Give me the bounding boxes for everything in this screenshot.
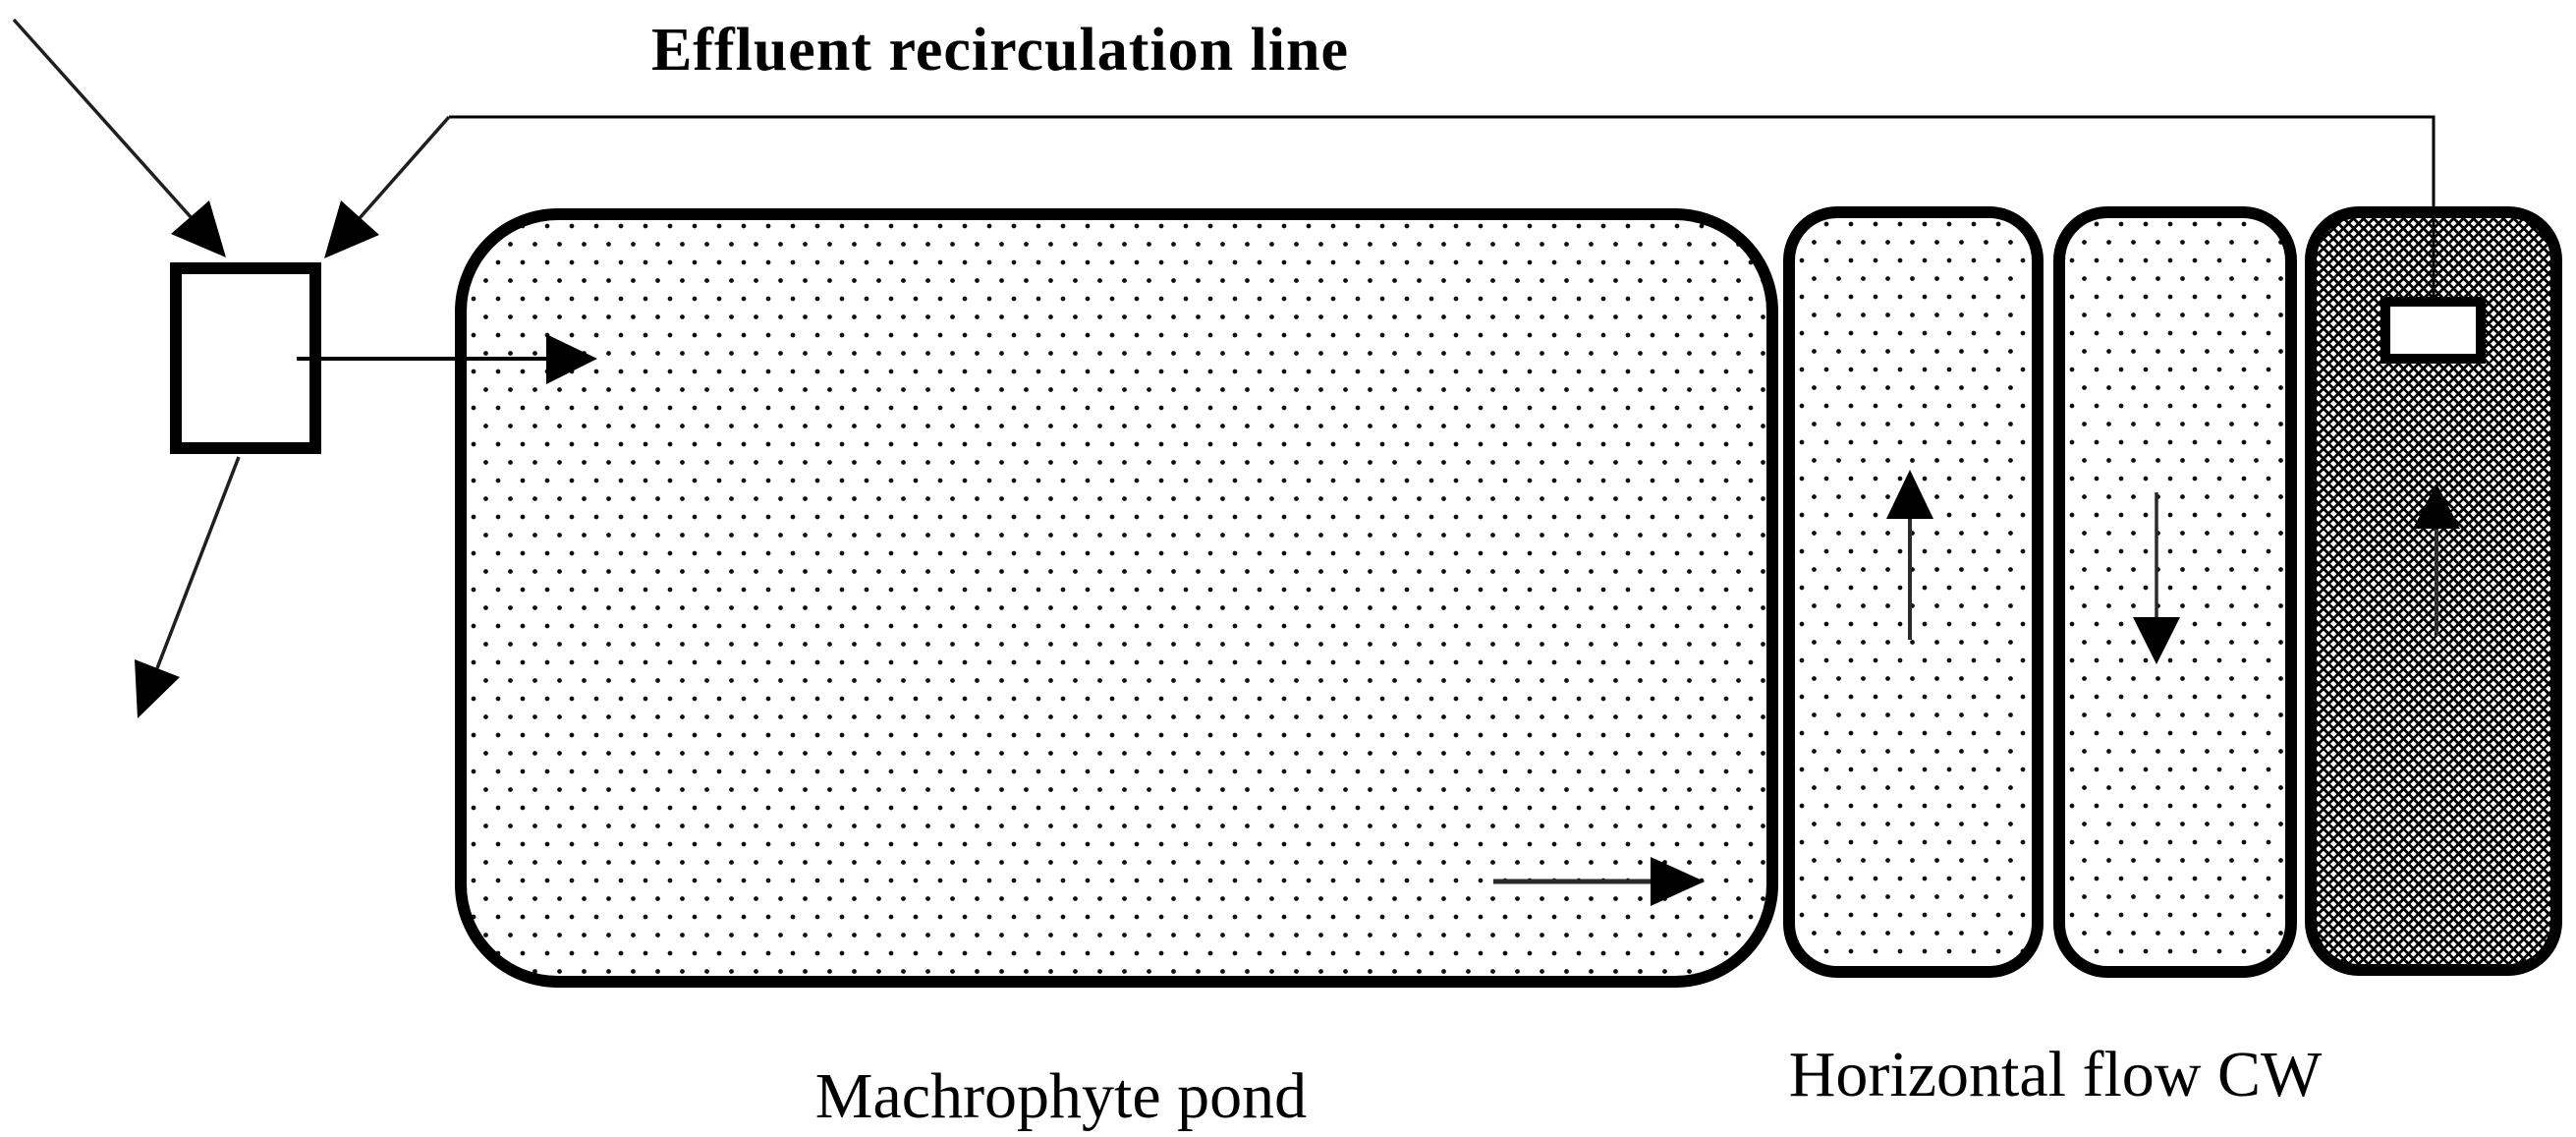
machrophyte-pond-label: Machrophyte pond: [814, 1060, 1308, 1132]
influent-arrow-icon: [171, 200, 226, 257]
influent-line: [12, 18, 195, 221]
effluent-recirculation-title: Effluent recirculation line: [650, 17, 1350, 84]
horizontal-flow-cw-label: Horizontal flow CW: [1788, 1039, 2323, 1110]
tank-drain-line: [155, 456, 241, 669]
tank-drain-flow: [135, 456, 241, 718]
tank-drain-arrow-icon: [135, 659, 180, 718]
inlet-tank-box: [170, 262, 321, 454]
influent-flow: [12, 18, 226, 257]
horizontal-flow-cell-1: [1783, 206, 2044, 978]
recirculation-return-line: [358, 115, 451, 220]
horizontal-flow-cell-2: [2053, 206, 2297, 978]
recirculation-return-arrow-icon: [324, 200, 379, 258]
machrophyte-pond-basin: [455, 208, 1778, 988]
recirculation-inlet-box: [2380, 297, 2486, 364]
